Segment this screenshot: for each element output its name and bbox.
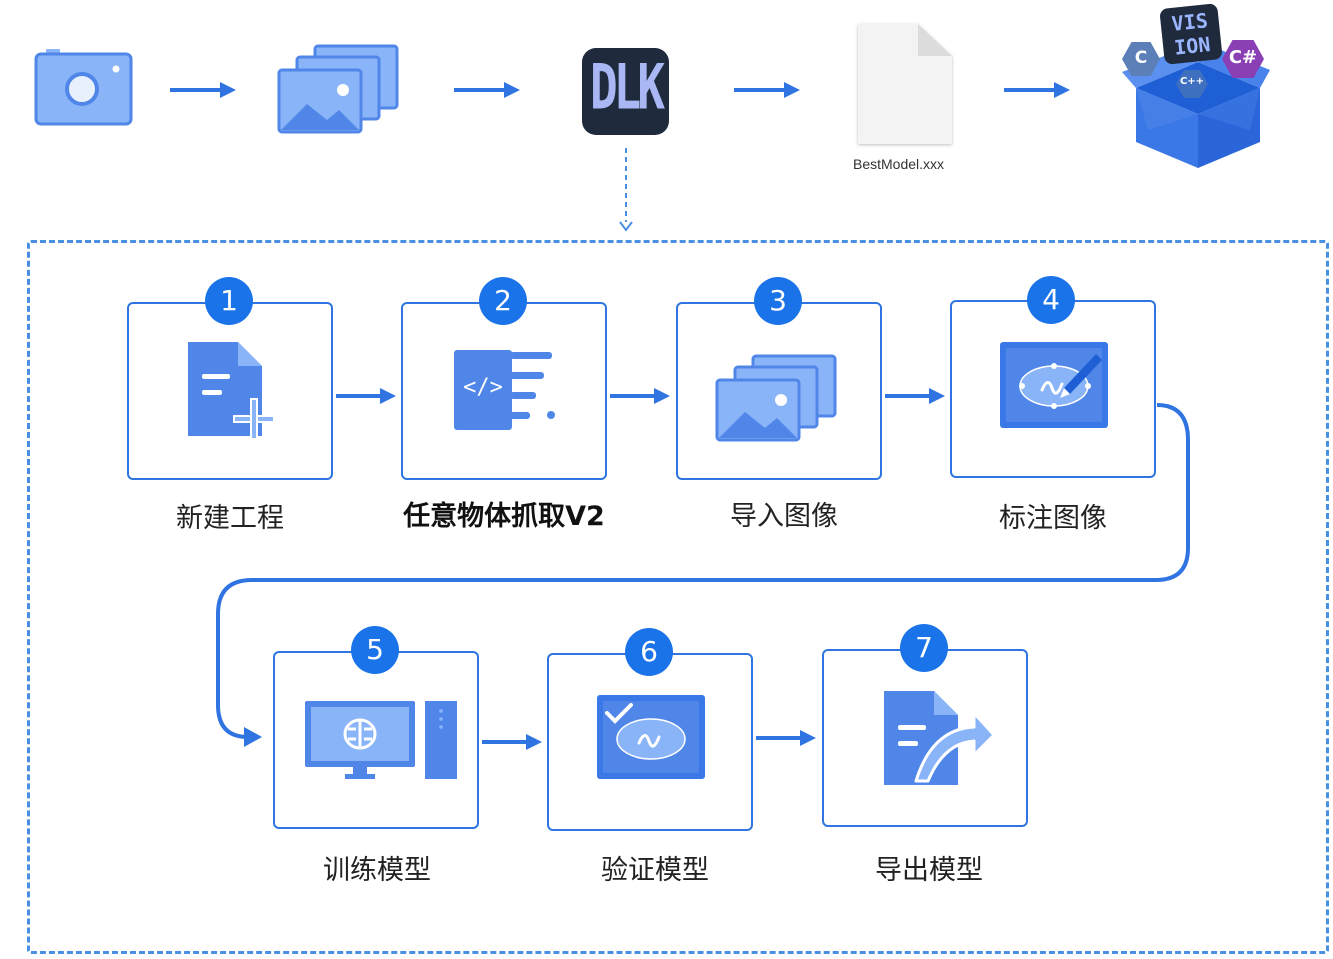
image-stack-icon xyxy=(277,44,399,134)
step-7-label: 导出模型 xyxy=(875,855,983,886)
cpp-label: C++ xyxy=(1179,76,1205,87)
step-5-label: 训练模型 xyxy=(323,855,431,886)
arrow-right-icon xyxy=(734,82,800,98)
arrow-right-icon xyxy=(1004,82,1070,98)
csharp-badge: C# xyxy=(1222,40,1264,78)
vision-badge-line-2: ION xyxy=(1173,32,1212,60)
cpp-badge: C++ xyxy=(1176,70,1208,98)
svg-text:</>: </> xyxy=(463,375,503,400)
step-2-label: 任意物体抓取V2 xyxy=(403,501,605,532)
csharp-label: C# xyxy=(1228,47,1258,68)
arrow-right-icon xyxy=(885,388,945,404)
step-1-label: 新建工程 xyxy=(176,503,284,534)
step-5-badge: 5 xyxy=(351,626,399,674)
dashed-down-arrow xyxy=(619,148,633,232)
camera-icon xyxy=(34,49,133,126)
step-4-badge: 4 xyxy=(1027,276,1075,324)
step-6-box[interactable] xyxy=(547,653,753,831)
app-logo: DLK xyxy=(582,48,669,135)
workflow-frame xyxy=(27,240,1329,954)
arrow-right-icon xyxy=(610,388,670,404)
new-file-icon xyxy=(188,342,275,440)
step-2-badge: 2 xyxy=(479,277,527,325)
step-3-badge: 3 xyxy=(754,277,802,325)
step-6-label: 验证模型 xyxy=(601,855,709,886)
export-file-icon xyxy=(884,691,996,785)
step-6-badge: 6 xyxy=(625,628,673,676)
train-computer-icon xyxy=(305,701,457,779)
annotate-image-icon xyxy=(1000,342,1108,428)
arrow-right-icon xyxy=(336,388,396,404)
image-stack-icon xyxy=(715,354,837,442)
c-language-badge: C xyxy=(1122,42,1160,76)
vision-badge: VIS ION xyxy=(1159,3,1223,65)
arrow-right-icon xyxy=(454,82,520,98)
step-4-label: 标注图像 xyxy=(999,503,1107,534)
c-language-label: C xyxy=(1134,48,1148,68)
step-7-badge: 7 xyxy=(900,624,948,672)
code-icon: </> xyxy=(454,350,555,430)
arrow-right-icon xyxy=(756,730,816,746)
app-logo-text: DLK xyxy=(589,50,665,124)
model-file-icon xyxy=(858,24,952,144)
arrow-right-icon xyxy=(482,734,542,750)
step-1-badge: 1 xyxy=(205,277,253,325)
step-3-label: 导入图像 xyxy=(730,501,838,532)
model-file-caption: BestModel.xxx xyxy=(853,156,945,172)
verify-image-icon xyxy=(597,695,705,779)
arrow-right-icon xyxy=(170,82,236,98)
